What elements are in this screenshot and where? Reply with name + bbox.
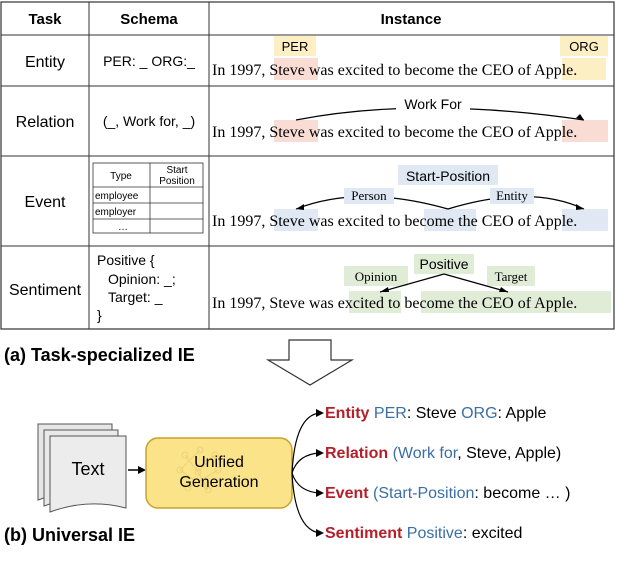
excited-highlight	[349, 291, 401, 313]
label-opinion: Opinion	[355, 269, 398, 284]
schema-row-employer: employer	[95, 207, 137, 218]
org-label-highlight	[560, 36, 608, 56]
label-entity: Entity	[496, 188, 528, 203]
sentence-entity: In 1997, Steve was excited to become the…	[212, 62, 577, 79]
opinion-arrow	[379, 273, 445, 293]
schema-row-ellipsis: …	[118, 222, 128, 233]
event-entity-arrowhead	[576, 204, 584, 210]
entity-label-bg	[490, 188, 534, 204]
down-arrow-icon	[265, 339, 355, 386]
positive-label-highlight	[414, 254, 474, 274]
steve-event-highlight	[274, 209, 318, 231]
output-relation: Relation (Work for, Steve, Apple)	[325, 445, 561, 462]
relation-label-bg	[396, 95, 470, 113]
event-schema-table: Type Start Position employee employer …	[92, 162, 204, 234]
caption-task-specialized: (a) Task-specialized IE	[4, 345, 195, 365]
model-label-line1: Unified	[194, 454, 244, 471]
output-entity: Entity PER: Steve ORG: Apple	[325, 405, 547, 422]
apple-relation-highlight	[562, 120, 608, 142]
output-arrowhead-entity	[316, 409, 324, 417]
input-arrowhead	[138, 466, 146, 474]
apple-entity-highlight	[562, 58, 606, 80]
per-label-highlight	[274, 36, 316, 56]
header-schema: Schema	[120, 11, 178, 28]
label-per: PER	[282, 39, 309, 54]
task-entity: Entity	[25, 54, 65, 71]
output-arrows	[291, 412, 321, 534]
task-event: Event	[25, 194, 66, 211]
task-table: Task Schema Instance Entity PER: _ ORG:_…	[0, 1, 615, 330]
header-instance: Instance	[381, 11, 442, 28]
sentence-sentiment: In 1997, Steve was excited to become the…	[212, 295, 577, 312]
schema-sentiment-line1: Positive {	[97, 252, 155, 268]
sentence-relation: In 1997, Steve was excited to become the…	[212, 124, 577, 141]
output-sentiment: Sentiment Positive: excited	[325, 525, 522, 542]
schema-sentiment-line2: Opinion: _;	[108, 271, 176, 287]
event-person-arrowhead	[296, 204, 304, 210]
label-work-for: Work For	[404, 96, 462, 112]
header-task: Task	[28, 11, 62, 28]
model-label-line2: Generation	[179, 474, 258, 491]
apple-event-highlight	[562, 209, 608, 231]
schema-col-type: Type	[110, 171, 132, 182]
relation-arrowhead	[576, 114, 584, 120]
schema-sentiment-line4: }	[97, 307, 102, 323]
task-relation: Relation	[16, 114, 75, 131]
person-label-bg	[344, 188, 394, 204]
schema-relation: (_, Work for, _)	[103, 113, 195, 129]
output-arrowhead-event	[316, 489, 324, 497]
label-start-position: Start-Position	[406, 168, 490, 184]
schema-col-start: Start	[166, 165, 187, 176]
steve-entity-highlight	[274, 58, 318, 80]
target-arrow	[443, 273, 509, 293]
label-person: Person	[351, 188, 387, 203]
steve-relation-highlight	[274, 120, 318, 142]
output-arrowhead-relation	[316, 449, 324, 457]
network-watermark-icon	[176, 446, 222, 494]
opinion-label-highlight	[344, 266, 408, 286]
schema-sentiment-line3: Target: _	[108, 289, 163, 305]
schema-col-position: Position	[159, 176, 195, 187]
sentence-event: In 1997, Steve was excited to become the…	[212, 213, 577, 230]
target-label-highlight	[487, 266, 535, 286]
task-sentiment: Sentiment	[9, 282, 82, 299]
target-span-highlight	[421, 291, 611, 313]
schema-entity: PER: _ ORG:_	[103, 53, 195, 69]
opinion-arrowhead	[380, 287, 389, 292]
target-arrowhead	[499, 287, 508, 292]
caption-universal-ie: (b) Universal IE	[4, 525, 135, 545]
output-event: Event (Start-Position: become … )	[325, 485, 570, 502]
label-target: Target	[495, 269, 528, 284]
start-position-label-highlight	[398, 165, 498, 185]
input-text-label: Text	[71, 459, 104, 479]
output-arrowhead-sentiment	[316, 529, 324, 537]
become-event-highlight	[424, 209, 476, 231]
table-border	[0, 1, 615, 330]
schema-row-employee: employee	[95, 191, 139, 202]
label-positive: Positive	[419, 256, 468, 272]
document-stack-icon	[37, 423, 127, 513]
label-org: ORG	[569, 39, 599, 54]
